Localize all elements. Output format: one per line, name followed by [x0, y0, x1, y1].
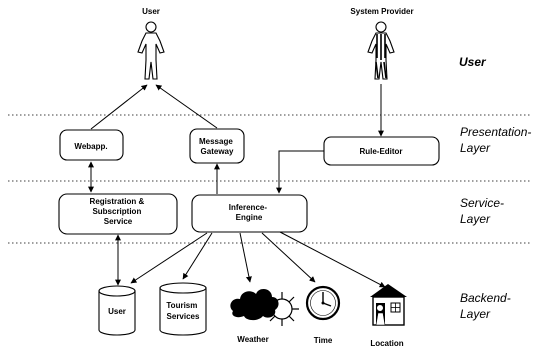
user-database-label: User: [108, 307, 126, 316]
user-database-icon: [98, 285, 136, 336]
arrow-webapp-to-user: [90, 84, 148, 130]
registration-service-box: [58, 193, 178, 235]
layer-label-service: Service- Layer: [460, 196, 507, 226]
layer-label-backend: Backend- Layer: [460, 291, 514, 321]
rule-editor-label: Rule-Editor: [359, 147, 402, 156]
arrow-gateway-to-user: [155, 84, 218, 129]
clock-icon: [305, 285, 341, 321]
system-provider-actor-icon: [367, 21, 395, 80]
inference-engine-label: Inference- Engine: [229, 203, 269, 222]
inference-engine-box: [191, 194, 308, 233]
arrow-engine-to-time: [261, 232, 316, 283]
webapp-label: Webapp.: [74, 142, 107, 151]
time-label: Time: [314, 336, 333, 345]
layer-label-user: User: [459, 55, 487, 69]
arrow-rule-editor-to-engine: [276, 150, 324, 194]
user-actor-icon: [137, 21, 165, 80]
tourism-database-icon: [159, 282, 207, 336]
registration-service-label: Registration & Subscription Service: [90, 197, 147, 226]
weather-label: Weather: [237, 335, 268, 344]
actor-user-label: User: [142, 7, 160, 16]
arrow-engine-to-user-db: [130, 232, 208, 284]
message-gateway-box: [189, 128, 245, 164]
webapp-box: [59, 129, 124, 161]
actor-system-provider-label: System Provider: [350, 7, 413, 16]
arrow-engine-to-tourism: [182, 232, 213, 280]
house-person-icon: [370, 284, 407, 326]
arrow-engine-to-location: [279, 231, 386, 288]
location-label: Location: [370, 339, 403, 348]
tourism-database-label: Tourism Services: [166, 301, 200, 321]
cloud-sun-icon: [230, 288, 299, 326]
message-gateway-label: Message Gateway: [199, 137, 235, 156]
layer-label-presentation: Presentation- Layer: [460, 125, 535, 155]
arrow-engine-to-weather: [239, 232, 252, 283]
